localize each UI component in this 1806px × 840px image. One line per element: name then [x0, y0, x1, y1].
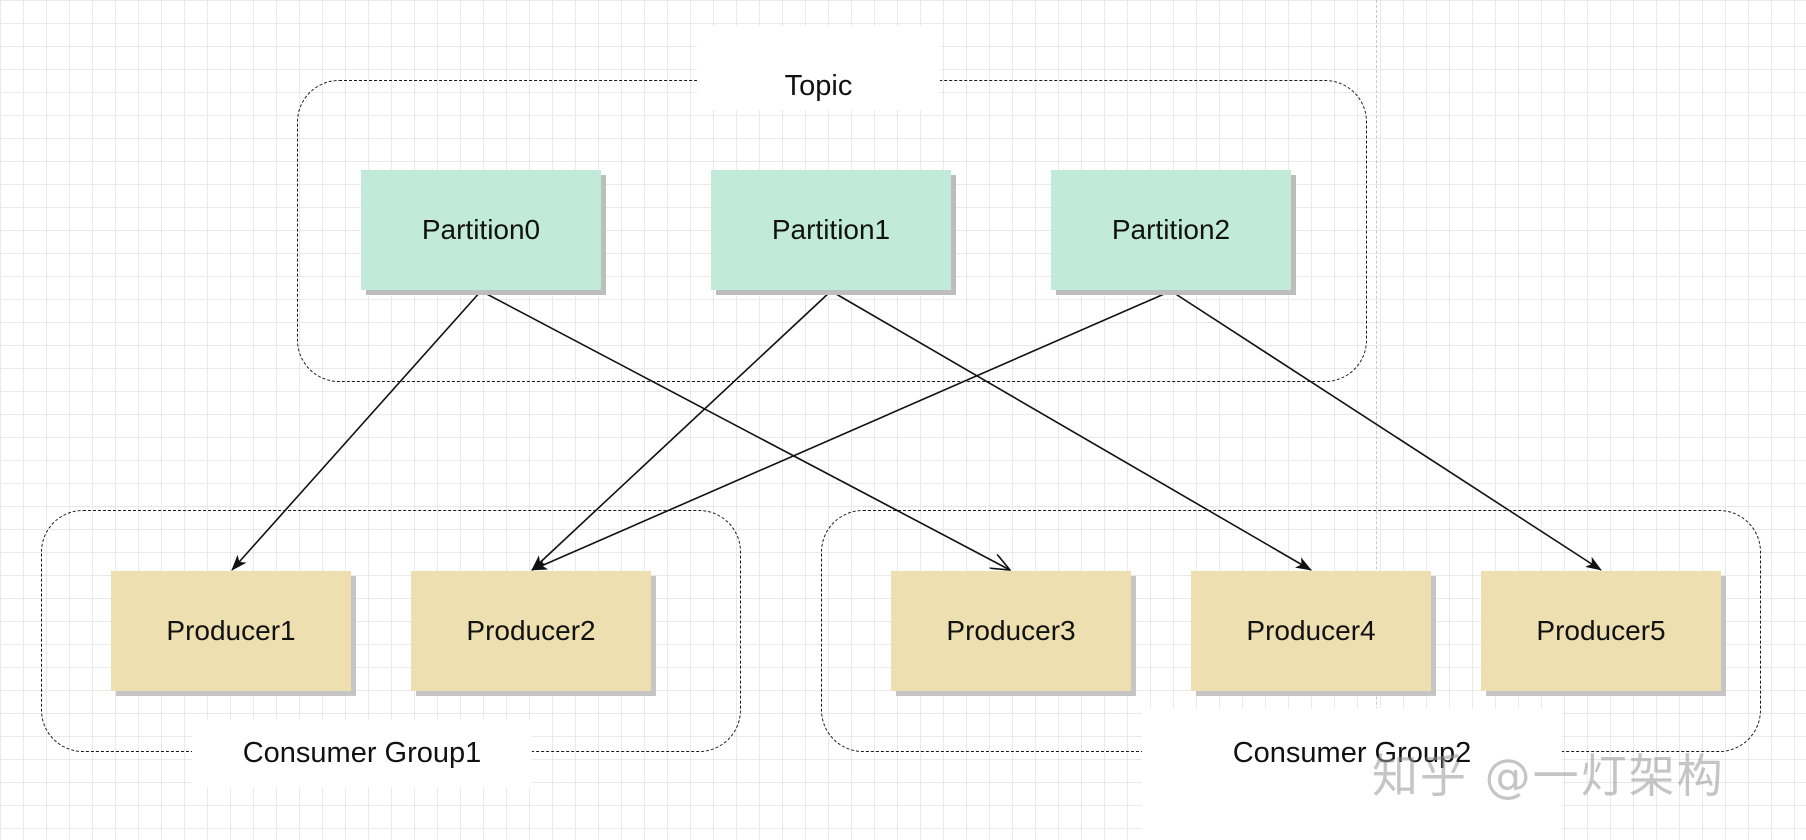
arrow-partition2-to-producer2 [531, 290, 1172, 571]
producer3-box: Producer3 [891, 571, 1131, 691]
arrow-partition0-to-producer1 [231, 290, 482, 571]
consumer-group1-title: Consumer Group1 [242, 737, 482, 769]
watermark: 知乎 @一灯架构 [1372, 749, 1725, 803]
consumer-group2-title-background [1142, 708, 1562, 840]
arrow-partition0-to-producer3 [480, 290, 1010, 570]
arrow-partition2-to-producer5 [1170, 290, 1602, 571]
partition2-box: Partition2 [1051, 170, 1291, 290]
partition1-box: Partition1 [711, 170, 951, 290]
producer1-box: Producer1 [111, 571, 351, 691]
consumer-group2-title: Consumer Group2 [1232, 737, 1472, 769]
producer4-box: Producer4 [1191, 571, 1431, 691]
arrow-partition1-to-producer2 [531, 290, 832, 571]
vertical-guide-line [1376, 0, 1377, 840]
partition0-box: Partition0 [361, 170, 601, 290]
topic-title: Topic [784, 70, 853, 102]
producer2-box: Producer2 [411, 571, 651, 691]
producer5-box: Producer5 [1481, 571, 1721, 691]
arrow-partition1-to-producer4 [830, 290, 1312, 571]
consumer-group1-title-background [192, 720, 532, 788]
topic-title-background [697, 26, 940, 110]
